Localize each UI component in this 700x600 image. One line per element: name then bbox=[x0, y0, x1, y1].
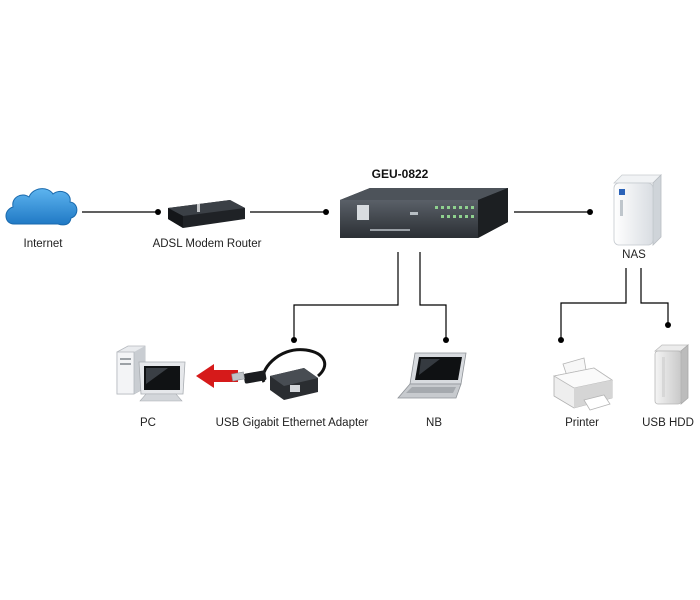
adsl-modem-router-icon bbox=[168, 200, 245, 228]
usb-hdd-label: USB HDD bbox=[642, 417, 694, 429]
dot-nas bbox=[587, 209, 593, 215]
switch-name-label: GEU-0822 bbox=[371, 167, 429, 181]
link-nas-printer bbox=[560, 268, 627, 340]
internet-cloud-icon bbox=[5, 188, 78, 226]
link-nas-hdd bbox=[640, 268, 669, 325]
dot-adapter bbox=[291, 337, 297, 343]
connection-dots bbox=[155, 209, 671, 343]
dot-switch bbox=[323, 209, 329, 215]
dot-printer bbox=[558, 337, 564, 343]
switch-geu-0822-icon bbox=[340, 188, 508, 238]
dot-hdd bbox=[665, 322, 671, 328]
nas-label: NAS bbox=[622, 249, 646, 261]
usb-adapter-label: USB Gigabit Ethernet Adapter bbox=[215, 417, 369, 429]
dot-nb bbox=[443, 337, 449, 343]
notebook-icon bbox=[397, 352, 467, 399]
link-switch-adapter bbox=[293, 252, 399, 340]
connection-lines bbox=[82, 211, 669, 340]
port-leds bbox=[435, 206, 474, 218]
printer-icon bbox=[552, 357, 614, 411]
modem-label: ADSL Modem Router bbox=[152, 238, 262, 250]
nas-icon bbox=[613, 174, 662, 246]
usb-adapter-icon bbox=[231, 348, 327, 400]
printer-label: Printer bbox=[565, 417, 599, 429]
internet-label: Internet bbox=[23, 238, 63, 250]
nb-label: NB bbox=[426, 417, 442, 429]
red-arrow-icon bbox=[196, 364, 238, 388]
dot-modem bbox=[155, 209, 161, 215]
pc-label: PC bbox=[140, 417, 156, 429]
link-switch-nb bbox=[419, 252, 447, 340]
usb-hdd-icon bbox=[653, 344, 690, 405]
pc-icon bbox=[116, 345, 186, 402]
